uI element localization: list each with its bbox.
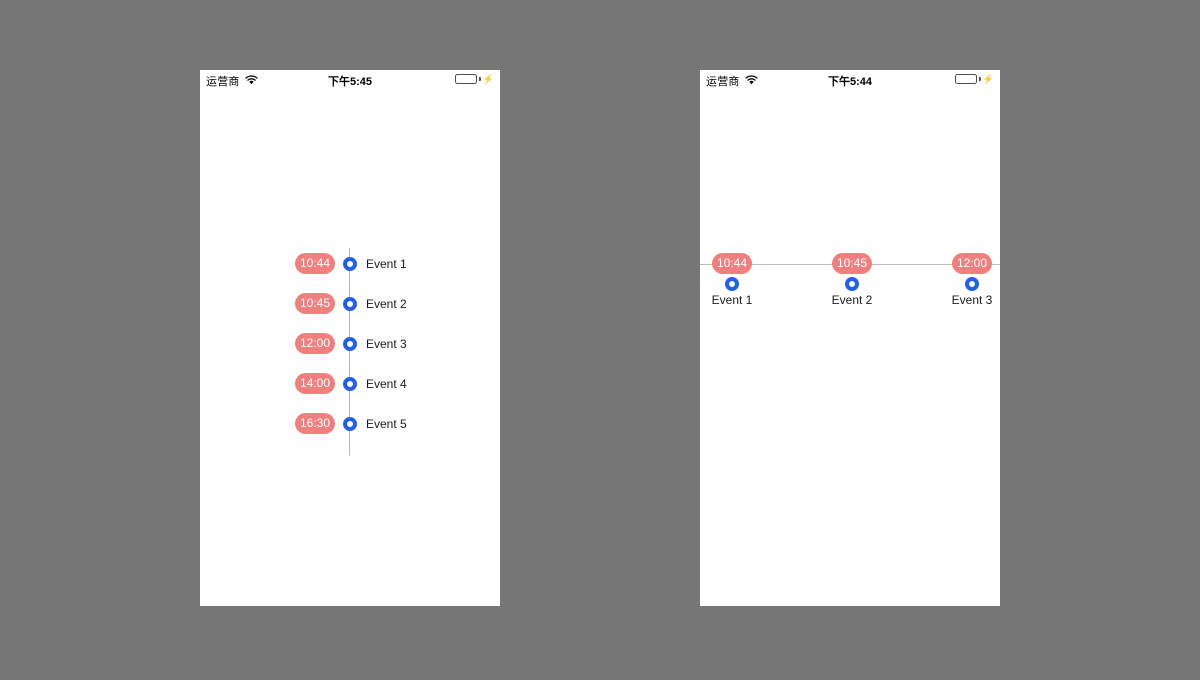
time-badge: 12:00 [295,333,335,354]
timeline-node-dot[interactable] [845,277,859,291]
time-badge: 10:44 [712,253,752,274]
status-bar-left: 运营商 [706,73,758,89]
event-label: Event 5 [366,416,407,431]
timeline-item[interactable]: 16:30 Event 5 [200,413,500,434]
time-badge: 10:44 [295,253,335,274]
vertical-timeline: 10:44 Event 1 10:45 Event 2 12:00 Event … [200,90,500,606]
timeline-node-dot[interactable] [343,296,357,311]
phone-screen-vertical: 运营商 下午5:45 ⚡ 10:44 Event 1 [200,70,500,606]
timeline-axis-line [349,248,350,455]
battery-cap-icon [478,77,481,81]
timeline-node-dot[interactable] [965,277,979,291]
status-bar: 运营商 下午5:45 ⚡ [200,70,500,90]
event-label: Event 4 [366,376,407,391]
timeline-node-dot[interactable] [725,277,739,291]
battery-cap-icon [978,77,981,81]
event-label: Event 1 [711,293,753,307]
status-bar: 运营商 下午5:44 ⚡ [700,70,1000,90]
wifi-icon [245,74,258,88]
timeline-node-dot[interactable] [343,416,357,431]
carrier-label: 运营商 [206,76,240,88]
event-label: Event 2 [831,293,873,307]
event-label: Event 1 [366,256,407,271]
event-label: Event 2 [366,296,407,311]
battery-icon [454,74,477,84]
time-badge: 12:00 [952,253,992,274]
timeline-item[interactable]: 10:44 Event 1 [200,253,500,274]
wifi-icon [745,74,758,88]
battery-icon [954,74,977,84]
timeline-item[interactable]: 10:45 Event 2 [200,293,500,314]
status-bar-clock: 下午5:45 [327,76,373,88]
event-label: Event 3 [951,293,993,307]
charging-bolt-icon: ⚡ [482,73,494,84]
event-label: Event 3 [366,336,407,351]
horizontal-timeline: 10:44 Event 1 10:45 Event 2 12:00 Event … [700,90,1000,606]
timeline-item[interactable]: 12:00 Event 3 [200,333,500,354]
charging-bolt-icon: ⚡ [982,73,994,84]
status-bar-clock: 下午5:44 [827,76,873,88]
status-bar-right: ⚡ [954,73,994,84]
timeline-node-dot[interactable] [343,376,357,391]
status-bar-left: 运营商 [206,73,258,89]
timeline-node-dot[interactable] [343,336,357,351]
time-badge: 14:00 [295,373,335,394]
carrier-label: 运营商 [706,76,740,88]
timeline-node-dot[interactable] [343,256,357,271]
time-badge: 10:45 [832,253,872,274]
time-badge: 10:45 [295,293,335,314]
timeline-item[interactable]: 14:00 Event 4 [200,373,500,394]
status-bar-right: ⚡ [454,73,494,84]
time-badge: 16:30 [295,413,335,434]
phone-screen-horizontal: 运营商 下午5:44 ⚡ 10:44 Event 1 [700,70,1000,606]
